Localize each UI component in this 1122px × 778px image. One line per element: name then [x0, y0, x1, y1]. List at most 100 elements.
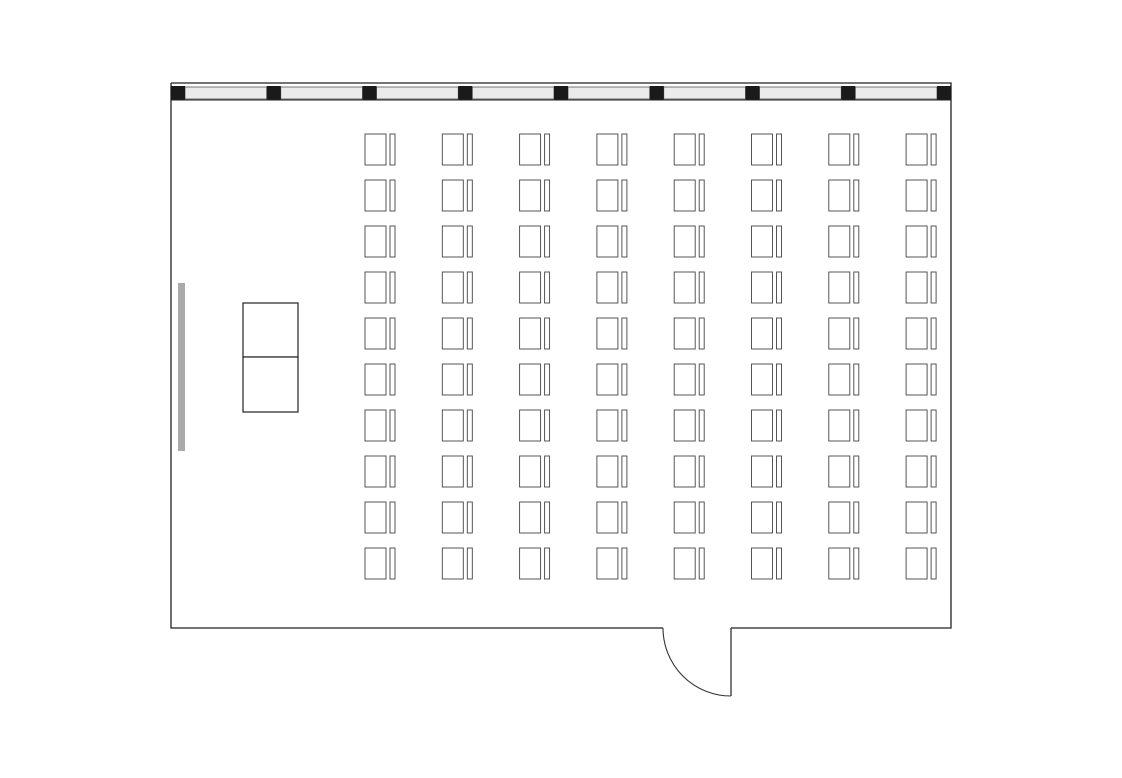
chair[interactable]: [596, 179, 628, 212]
chair-seat: [828, 501, 851, 534]
chair[interactable]: [519, 455, 551, 488]
chair-seat: [673, 317, 696, 350]
chair[interactable]: [364, 409, 396, 442]
chair[interactable]: [905, 363, 937, 396]
chair[interactable]: [751, 225, 782, 258]
chair[interactable]: [441, 363, 473, 396]
chair[interactable]: [828, 225, 860, 258]
chair[interactable]: [441, 179, 473, 212]
chair[interactable]: [596, 409, 628, 442]
chair[interactable]: [828, 455, 860, 488]
chair[interactable]: [519, 179, 551, 212]
chair[interactable]: [905, 133, 937, 166]
chair[interactable]: [519, 363, 551, 396]
chair[interactable]: [828, 179, 860, 212]
chair[interactable]: [519, 317, 551, 350]
chair[interactable]: [905, 455, 937, 488]
chair[interactable]: [673, 363, 705, 396]
chair[interactable]: [751, 455, 782, 488]
chair-seat: [519, 271, 542, 304]
chair[interactable]: [751, 409, 782, 442]
chair[interactable]: [596, 317, 628, 350]
chair[interactable]: [441, 547, 473, 580]
chair[interactable]: [596, 225, 628, 258]
chair-back: [853, 317, 860, 350]
chair[interactable]: [364, 363, 396, 396]
chair[interactable]: [828, 317, 860, 350]
chair[interactable]: [596, 363, 628, 396]
chair[interactable]: [596, 133, 628, 166]
chair[interactable]: [828, 363, 860, 396]
chair-back: [853, 547, 860, 580]
chair[interactable]: [441, 501, 473, 534]
chair[interactable]: [596, 455, 628, 488]
chair[interactable]: [673, 225, 705, 258]
chair[interactable]: [364, 547, 396, 580]
chair[interactable]: [519, 225, 551, 258]
chair[interactable]: [441, 409, 473, 442]
chair[interactable]: [673, 179, 705, 212]
pillar: [362, 86, 377, 100]
chair[interactable]: [905, 225, 937, 258]
chair-seat: [364, 547, 387, 580]
chair[interactable]: [364, 455, 396, 488]
chair[interactable]: [364, 225, 396, 258]
chair[interactable]: [519, 271, 551, 304]
chair[interactable]: [905, 409, 937, 442]
chair[interactable]: [828, 547, 860, 580]
chair[interactable]: [828, 501, 860, 534]
chair[interactable]: [828, 133, 860, 166]
chair[interactable]: [441, 271, 473, 304]
chair[interactable]: [596, 271, 628, 304]
chair[interactable]: [441, 455, 473, 488]
chair-back: [776, 133, 782, 166]
chair[interactable]: [673, 317, 705, 350]
chair[interactable]: [751, 179, 782, 212]
chair[interactable]: [596, 547, 628, 580]
chair[interactable]: [751, 317, 782, 350]
chair-back: [621, 363, 628, 396]
chair-back: [853, 133, 860, 166]
chair[interactable]: [751, 547, 782, 580]
chair[interactable]: [905, 271, 937, 304]
chair-back: [389, 317, 396, 350]
chair-back: [544, 501, 551, 534]
chair[interactable]: [751, 271, 782, 304]
chair[interactable]: [519, 501, 551, 534]
chair-seat: [751, 547, 773, 580]
chair[interactable]: [673, 271, 705, 304]
chair[interactable]: [673, 501, 705, 534]
chair[interactable]: [364, 501, 396, 534]
chair[interactable]: [364, 179, 396, 212]
chair[interactable]: [905, 547, 937, 580]
chair[interactable]: [673, 547, 705, 580]
chair[interactable]: [364, 317, 396, 350]
chair[interactable]: [364, 271, 396, 304]
chair[interactable]: [441, 133, 473, 166]
chair[interactable]: [673, 133, 705, 166]
chair[interactable]: [828, 409, 860, 442]
window: [759, 86, 842, 100]
chair[interactable]: [519, 547, 551, 580]
chair[interactable]: [596, 501, 628, 534]
chair[interactable]: [751, 501, 782, 534]
chair-back: [621, 271, 628, 304]
chair-seat: [596, 271, 619, 304]
chair[interactable]: [673, 409, 705, 442]
door[interactable]: [662, 627, 732, 697]
chair[interactable]: [673, 455, 705, 488]
chair[interactable]: [751, 133, 782, 166]
chair[interactable]: [905, 317, 937, 350]
chair[interactable]: [751, 363, 782, 396]
chair[interactable]: [441, 225, 473, 258]
chair[interactable]: [441, 317, 473, 350]
chair-seat: [751, 317, 773, 350]
chair-back: [930, 271, 937, 304]
chair[interactable]: [364, 133, 396, 166]
chair[interactable]: [519, 133, 551, 166]
chair-seat: [596, 455, 619, 488]
chair[interactable]: [828, 271, 860, 304]
chair[interactable]: [905, 501, 937, 534]
chair[interactable]: [519, 409, 551, 442]
chair[interactable]: [905, 179, 937, 212]
